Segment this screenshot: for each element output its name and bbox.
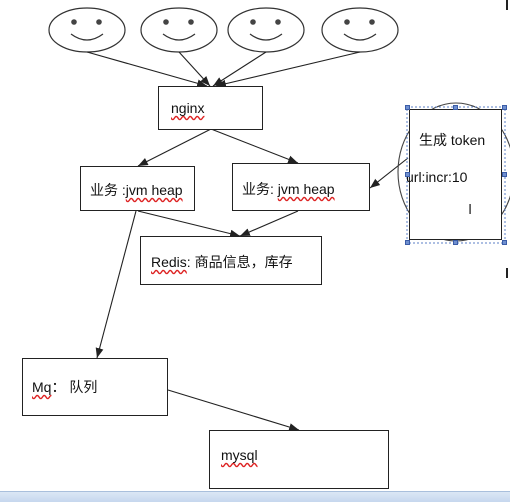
- arrow-face2-nginx: [178, 51, 211, 87]
- smiley-face-icon: [48, 7, 126, 53]
- service-left-label: 业务 :jvm heap: [90, 180, 183, 200]
- smiley-face-icon: [140, 7, 218, 53]
- arrow-token-service-right: [369, 157, 409, 189]
- service-left-jvm: jvm heap: [125, 182, 183, 198]
- arrow-nginx-service-left: [137, 128, 212, 167]
- mysql-label: mysql: [221, 447, 258, 463]
- token-line1: 生成 token: [419, 132, 486, 148]
- redis-label: Redis: 商品信息，库存: [151, 252, 293, 272]
- arrow-face1-nginx: [86, 51, 208, 88]
- resize-handle-bottom-left[interactable]: [405, 240, 410, 245]
- service-right-label: 业务: jvm heap: [242, 179, 335, 199]
- resize-handle-bottom-right[interactable]: [502, 240, 507, 245]
- text-cursor-icon: I: [468, 201, 473, 218]
- arrow-service-left-mq: [95, 210, 137, 359]
- arrow-service-right-redis: [239, 210, 299, 237]
- resize-handle-left[interactable]: [405, 172, 410, 177]
- arrow-face4-nginx: [215, 51, 361, 88]
- service-left-box[interactable]: 业务 :jvm heap: [80, 166, 195, 211]
- service-right-jvm: jvm heap: [277, 181, 335, 197]
- mq-desc: ： 队列: [51, 379, 98, 395]
- mysql-box[interactable]: mysql: [209, 430, 389, 489]
- resize-handle-top-right[interactable]: [502, 105, 507, 110]
- arrow-nginx-service-right: [210, 128, 299, 164]
- resize-handle-right[interactable]: [502, 172, 507, 177]
- service-left-prefix: 业务 :: [90, 182, 126, 198]
- mq-label: Mq： 队列: [32, 377, 97, 397]
- redis-desc: : 商品信息，库存: [186, 254, 293, 270]
- service-right-prefix: 业务:: [242, 181, 278, 197]
- resize-handle-top[interactable]: [453, 105, 458, 110]
- arrow-service-left-redis: [137, 210, 241, 238]
- resize-handle-bottom[interactable]: [453, 240, 458, 245]
- mq-box[interactable]: Mq： 队列: [22, 358, 168, 416]
- nginx-label: nginx: [171, 100, 205, 116]
- redis-name: Redis: [151, 254, 187, 270]
- resize-handle-top-left[interactable]: [405, 105, 410, 110]
- nginx-box[interactable]: nginx: [158, 86, 263, 130]
- smiley-face-icon: [227, 7, 305, 53]
- status-bar: [0, 491, 510, 502]
- margin-marker: [506, 268, 508, 278]
- redis-box[interactable]: Redis: 商品信息，库存: [140, 236, 322, 285]
- margin-marker: [506, 0, 508, 10]
- token-box[interactable]: 生成 token url:incr:10: [406, 109, 502, 240]
- smiley-face-icon: [321, 7, 399, 53]
- mq-name: Mq: [32, 379, 52, 395]
- arrow-mq-mysql: [167, 389, 300, 431]
- service-right-box[interactable]: 业务: jvm heap: [232, 163, 370, 211]
- token-line2: url:incr:10: [406, 169, 468, 185]
